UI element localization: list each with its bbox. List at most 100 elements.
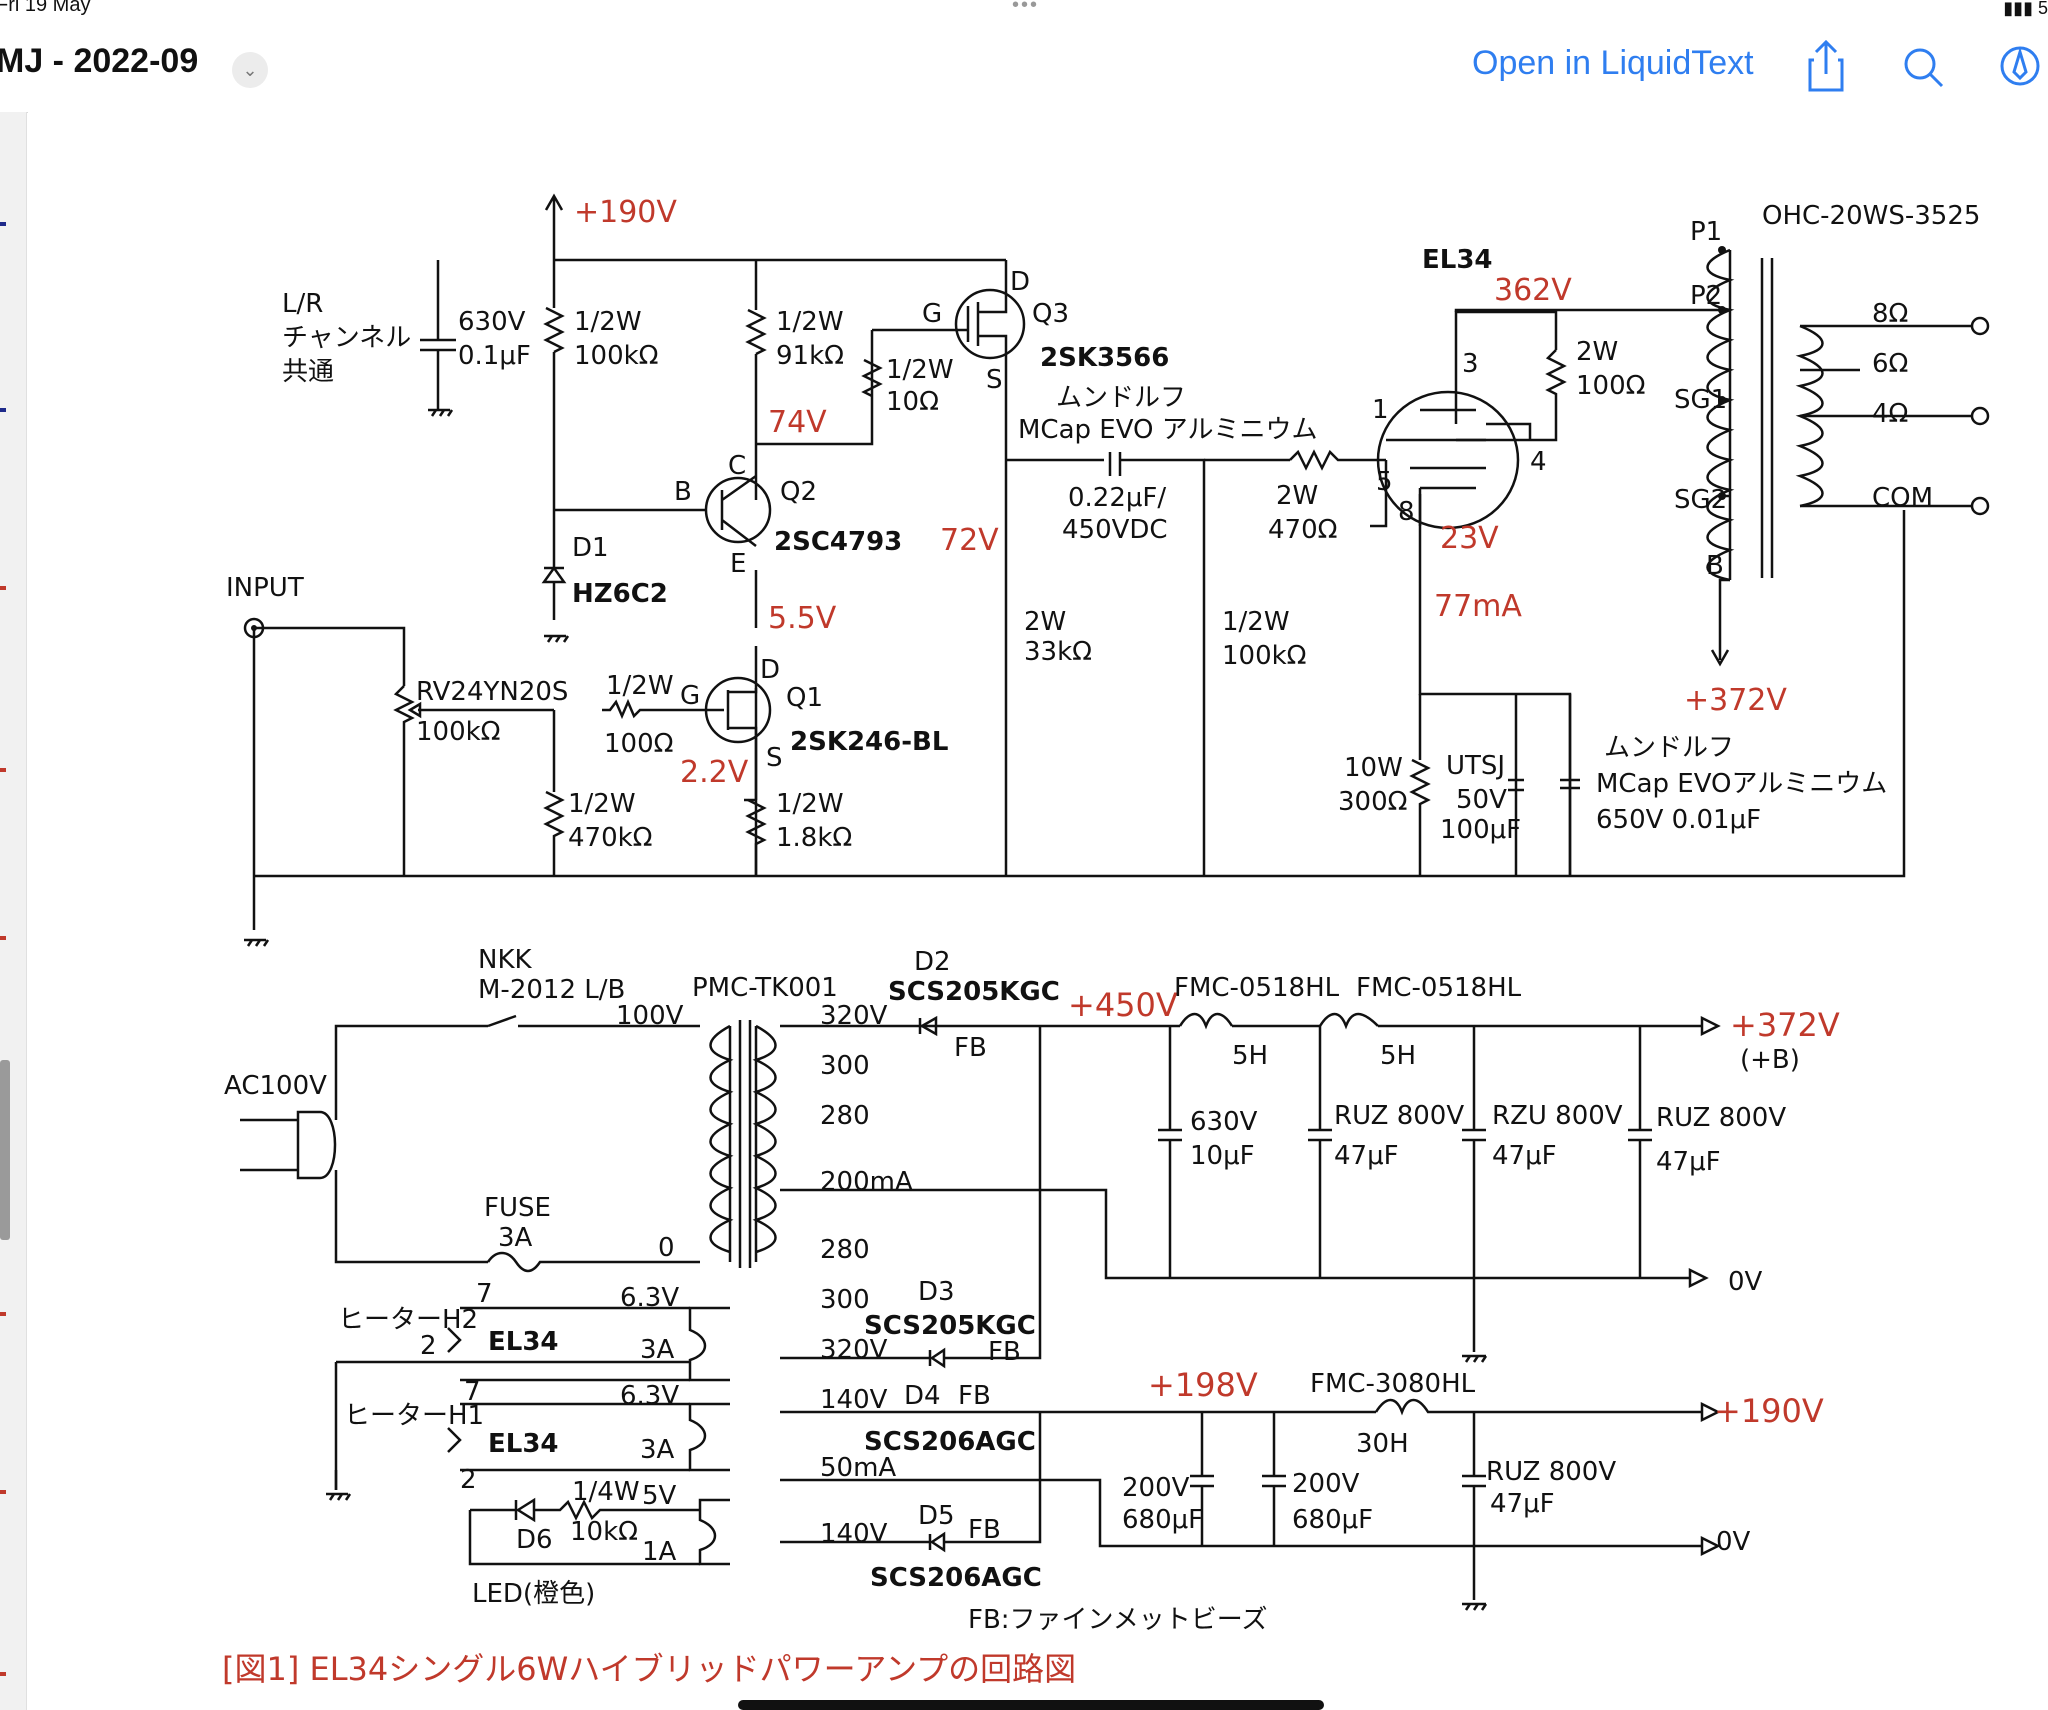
input-label: INPUT	[226, 573, 304, 603]
share-icon[interactable]	[1796, 36, 1856, 96]
h2-pin7: 7	[476, 1279, 493, 1309]
ck-voltage: 50V	[1456, 785, 1507, 815]
choke2-part: FMC-0518HL	[1356, 973, 1522, 1003]
c6-voltage: 200V	[1292, 1469, 1360, 1499]
psu-labels: NKK M-2012 L/B AC100V FUSE 3A PMC-TK001 …	[224, 945, 1840, 1635]
q3-drain: D	[1010, 267, 1030, 297]
q1-name: Q1	[786, 683, 823, 713]
pt-0: 0	[658, 1233, 675, 1263]
v23-label: 23V	[1440, 521, 1499, 556]
search-icon[interactable]	[1894, 36, 1954, 96]
out-8ohm: 8Ω	[1872, 299, 1908, 329]
ma77-label: 77mA	[1434, 589, 1522, 624]
lr-label2: チャンネル	[282, 323, 411, 353]
fb-note: FB:ファインメットビーズ	[968, 1605, 1267, 1635]
r33k-value: 33kΩ	[1024, 637, 1092, 667]
opt-sg2: SG2	[1674, 485, 1727, 515]
q2-base: B	[674, 477, 692, 507]
page-marker	[0, 936, 6, 940]
led-resistor-value: 10kΩ	[570, 1517, 638, 1547]
q3-part: 2SK3566	[1040, 343, 1169, 373]
c3-value: 47μF	[1492, 1141, 1557, 1171]
out372-b: (+B)	[1740, 1045, 1800, 1075]
pt-320vb: 320V	[820, 1335, 888, 1365]
choke2-h: 5H	[1380, 1041, 1416, 1071]
q3-name: Q3	[1032, 299, 1069, 329]
r100-wattage: 1/2W	[606, 671, 674, 701]
r100k-wattage: 1/2W	[574, 307, 642, 337]
figure-caption: [図1] EL34シングル6Wハイブリッドパワーアンプの回路図	[222, 1650, 1076, 1688]
chevron-down-icon[interactable]: ⌄	[232, 52, 268, 88]
d5-name: D5	[918, 1501, 955, 1531]
choke1-part: FMC-0518HL	[1174, 973, 1340, 1003]
page-marker	[0, 1490, 6, 1494]
led-label: LED(橙色)	[472, 1579, 595, 1609]
q2-transistor	[704, 474, 772, 547]
pt-200ma: 200mA	[820, 1167, 913, 1197]
home-indicator[interactable]	[738, 1700, 1324, 1710]
led-resistor-wattage: 1/4W	[572, 1477, 640, 1507]
pt-50ma: 50mA	[820, 1453, 896, 1483]
cc-value: 0.22μF/	[1068, 483, 1166, 513]
c2-voltage: RUZ 800V	[1334, 1101, 1464, 1131]
v74-label: 74V	[768, 405, 827, 440]
d2-part: SCS205KGC	[888, 977, 1060, 1007]
ck-part: UTSJ	[1446, 751, 1505, 781]
r100g2-value: 100Ω	[1576, 371, 1646, 401]
c7-value: 47μF	[1490, 1489, 1555, 1519]
q3-gate: G	[922, 299, 942, 329]
opt-p1: P1	[1690, 217, 1722, 247]
q2-name: Q2	[780, 477, 817, 507]
c5-value: 680μF	[1122, 1505, 1203, 1535]
pin4: 4	[1530, 447, 1547, 477]
lr-label3: 共通	[282, 357, 334, 387]
choke1-h: 5H	[1232, 1041, 1268, 1071]
v372-label: +372V	[1684, 683, 1787, 718]
r10-wattage: 1/2W	[886, 355, 954, 385]
r10-value: 10Ω	[886, 387, 939, 417]
input-jack[interactable]	[243, 617, 406, 686]
tube-name: EL34	[1422, 245, 1493, 275]
v450-label: +450V	[1068, 986, 1178, 1024]
c3-voltage: RZU 800V	[1492, 1101, 1623, 1131]
cc-brand: ムンドルフ	[1056, 383, 1186, 413]
multitask-dots-icon[interactable]: •••	[1012, 0, 1040, 16]
scroll-thumb[interactable]	[0, 1060, 10, 1240]
h2-pin2: 2	[420, 1331, 437, 1361]
pt-part: PMC-TK001	[692, 973, 838, 1003]
c5-voltage: 200V	[1122, 1473, 1190, 1503]
c-lr-voltage: 630V	[458, 307, 526, 337]
fb2-label: FB	[988, 1337, 1021, 1367]
q2-emitter: E	[730, 549, 746, 579]
h2-amps: 3A	[640, 1335, 675, 1365]
page-scrubber[interactable]	[0, 112, 27, 1710]
v55-label: 5.5V	[768, 601, 837, 636]
r18k-value: 1.8kΩ	[776, 823, 852, 853]
document-title[interactable]: MJ - 2022-09	[0, 42, 199, 80]
psu-wiring	[240, 1012, 1721, 1611]
pt-280: 280	[820, 1101, 870, 1131]
r91k-value: 91kΩ	[776, 341, 844, 371]
lr-label: L/R	[282, 289, 323, 319]
pt-300b: 300	[820, 1285, 870, 1315]
opt-part: OHC-20WS-3525	[1762, 201, 1980, 231]
d5-part: SCS206AGC	[870, 1563, 1042, 1593]
h1-tube: EL34	[488, 1429, 559, 1459]
pt-320v: 320V	[820, 1001, 888, 1031]
markup-pen-icon[interactable]	[1990, 36, 2048, 96]
d3-name: D3	[918, 1277, 955, 1307]
vr-value: 100kΩ	[416, 717, 501, 747]
h2-tube: EL34	[488, 1327, 559, 1357]
page-marker	[0, 1672, 6, 1676]
vr-part: RV24YN20S	[416, 677, 568, 707]
h1-pin7: 7	[464, 1377, 481, 1407]
h1-pin2: 2	[460, 1465, 477, 1495]
out-com: COM	[1872, 483, 1933, 513]
open-in-liquidtext-link[interactable]: Open in LiquidText	[1472, 44, 1754, 82]
page-marker	[0, 1312, 6, 1316]
h2-voltage: 6.3V	[620, 1283, 679, 1313]
q1-source: S	[766, 743, 783, 773]
cc-voltage: 450VDC	[1062, 515, 1168, 545]
d6-name: D6	[516, 1525, 553, 1555]
r100g2-wattage: 2W	[1576, 337, 1618, 367]
